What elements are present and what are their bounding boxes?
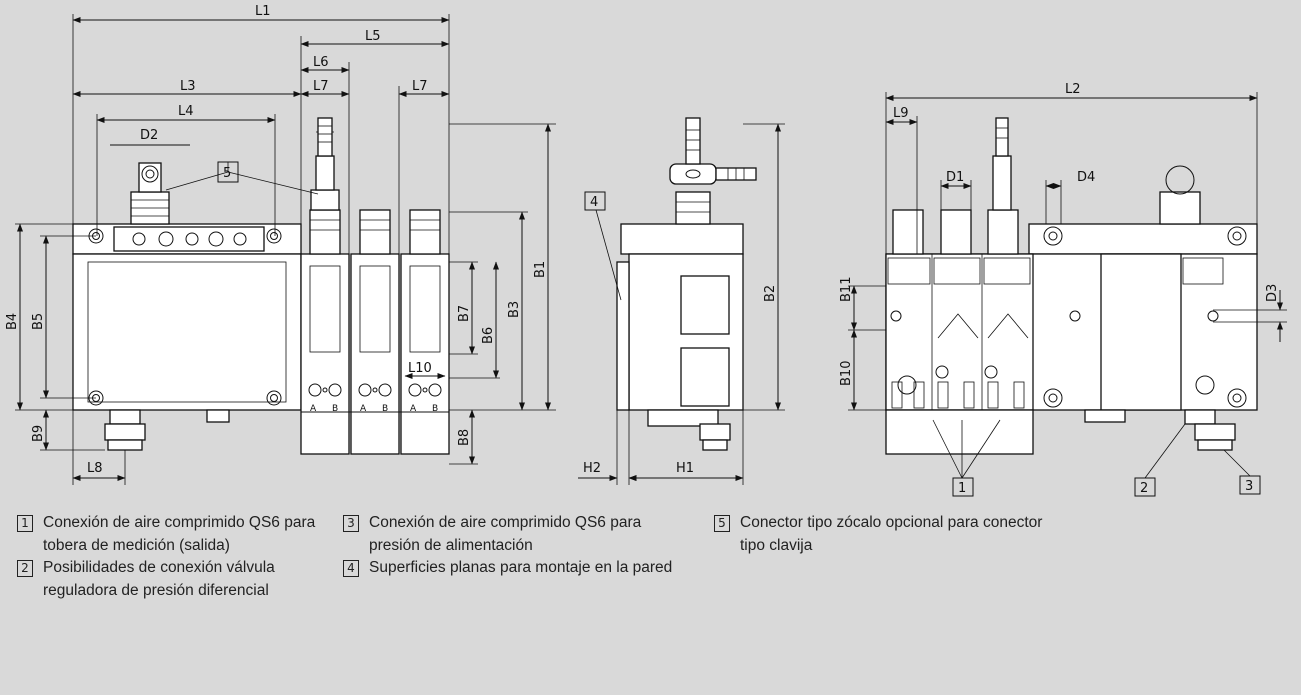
dim-b5: B5 (31, 313, 46, 330)
port-label-a: A (410, 404, 417, 414)
callout-1: 1 (958, 481, 966, 496)
dim-l6: L6 (313, 55, 329, 70)
dim-b11: B11 (839, 277, 854, 302)
port-label-b: B (432, 404, 438, 414)
dim-l4: L4 (178, 104, 194, 119)
callout-2: 2 (1140, 481, 1148, 496)
sensor-modules: A B A B A B (300, 117, 450, 455)
legend-column-1: 1 Conexión de aire comprimido QS6 para t… (17, 512, 347, 602)
legend-num: 4 (343, 560, 359, 577)
legend-text: Conector tipo zócalo opcional para conec… (740, 514, 1043, 554)
dim-l8: L8 (87, 461, 103, 476)
dim-l7: L7 (412, 79, 428, 94)
dim-h2: H2 (583, 461, 601, 476)
dim-b8: B8 (457, 429, 472, 446)
legend-text: Posibilidades de conexión válvula regula… (43, 559, 275, 599)
dim-b3: B3 (507, 301, 522, 318)
dim-l1: L1 (255, 4, 271, 19)
dim-d1: D1 (946, 170, 964, 185)
legend-text: Superficies planas para montaje en la pa… (369, 559, 673, 576)
dim-d3: D3 (1265, 284, 1280, 302)
legend-item-4: 4 Superficies planas para montaje en la … (343, 557, 673, 580)
dim-d4: D4 (1077, 170, 1095, 185)
legend-item-3: 3 Conexión de aire comprimido QS6 para p… (343, 512, 673, 557)
dim-l9: L9 (893, 106, 909, 121)
dim-b1: B1 (533, 261, 548, 278)
legend-item-1: 1 Conexión de aire comprimido QS6 para t… (17, 512, 347, 557)
legend-text: Conexión de aire comprimido QS6 para pre… (369, 514, 642, 554)
legend-num: 3 (343, 515, 359, 532)
dim-l3: L3 (180, 79, 196, 94)
technical-drawing: A B A B A B (5, 4, 1287, 497)
port-label-a: A (310, 404, 317, 414)
legend-column-3: 5 Conector tipo zócalo opcional para con… (714, 512, 1044, 557)
port-label-a: A (360, 404, 367, 414)
dim-b9: B9 (31, 425, 46, 442)
rear-view (848, 92, 1287, 479)
port-label-b: B (382, 404, 388, 414)
legend-item-2: 2 Posibilidades de conexión válvula regu… (17, 557, 347, 602)
dim-d2: D2 (140, 128, 158, 143)
port-label-b: B (332, 404, 338, 414)
legend-text: Conexión de aire comprimido QS6 para tob… (43, 514, 316, 554)
dim-h1: H1 (676, 461, 694, 476)
dimension-labels: L1 L5 L6 L3 L7 L7 L4 D2 L8 L10 H1 H2 L2 … (5, 4, 1280, 476)
legend-column-2: 3 Conexión de aire comprimido QS6 para p… (343, 512, 673, 580)
dim-b4: B4 (5, 313, 20, 330)
front-view: A B A B A B (15, 14, 556, 485)
legend-item-5: 5 Conector tipo zócalo opcional para con… (714, 512, 1044, 557)
dim-b10: B10 (839, 361, 854, 386)
callout-3: 3 (1245, 479, 1253, 494)
dim-l2: L2 (1065, 82, 1081, 97)
dim-l10: L10 (408, 361, 432, 376)
legend-num: 5 (714, 515, 730, 532)
dimension-lines (17, 17, 551, 481)
dim-l7: L7 (313, 79, 329, 94)
side-view (578, 117, 785, 485)
legend-num: 2 (17, 560, 33, 577)
legend-num: 1 (17, 515, 33, 532)
dim-b7: B7 (457, 305, 472, 322)
callout-5: 5 (223, 166, 231, 181)
callout-4: 4 (590, 195, 598, 210)
callouts: 5 4 1 2 3 (217, 161, 1261, 497)
dim-b6: B6 (481, 327, 496, 344)
dim-b2: B2 (763, 285, 778, 302)
dim-l5: L5 (365, 29, 381, 44)
